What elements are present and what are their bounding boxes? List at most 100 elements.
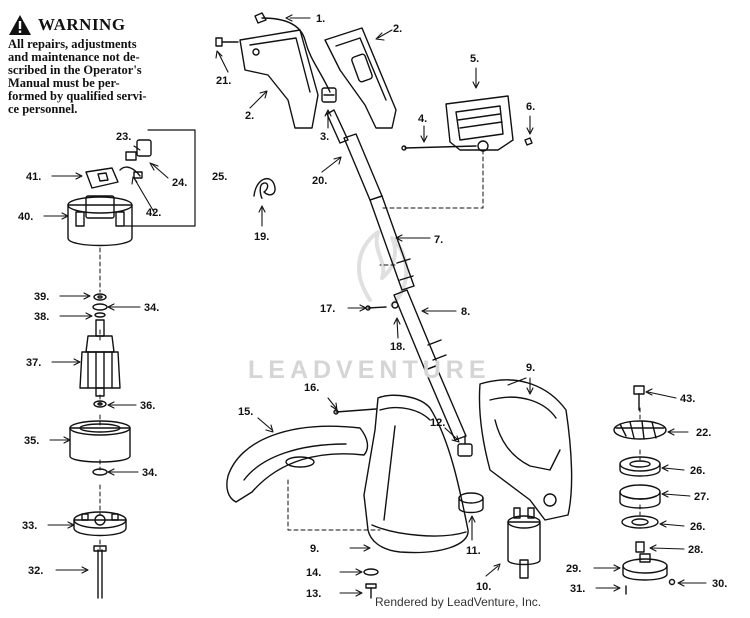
callout-30: 30. xyxy=(712,578,727,590)
nut-18 xyxy=(391,301,399,309)
screw-13 xyxy=(365,583,377,599)
screw-16 xyxy=(333,408,377,415)
spool-cap-26-upper xyxy=(619,456,661,477)
long-bolt xyxy=(93,545,107,599)
warning-text: All repairs, adjustments and maintenance… xyxy=(8,38,183,116)
washer-14 xyxy=(363,568,379,576)
shaft-assembly xyxy=(326,109,467,441)
motor-10 xyxy=(507,507,541,579)
callout-16: 16. xyxy=(304,382,319,394)
bolt-4 xyxy=(401,145,477,151)
brush-cover xyxy=(85,167,119,189)
nut-6 xyxy=(524,137,533,146)
handle-left-half xyxy=(239,29,319,129)
handle-right-half xyxy=(324,27,397,129)
group-bracket-25 xyxy=(124,129,196,227)
callout-14: 14. xyxy=(306,567,321,579)
washer-38 xyxy=(94,312,106,318)
screw-30 xyxy=(668,578,676,586)
callout-10: 10. xyxy=(476,581,491,593)
drive-key-43 xyxy=(633,385,645,411)
callout-39: 39. xyxy=(34,291,49,303)
callout-28: 28. xyxy=(688,544,703,556)
motor-housing-right xyxy=(478,379,573,521)
callout-33: 33. xyxy=(22,520,37,532)
callout-12: 12. xyxy=(430,417,445,429)
warning-line: Manual must be per- xyxy=(8,76,120,90)
callout-17: 17. xyxy=(320,303,335,315)
callout-9a: 9. xyxy=(526,362,535,374)
callout-37: 37. xyxy=(26,357,41,369)
leader-arrows xyxy=(43,14,707,597)
callout-labels: 1. 2. 2. 3. 4. 5. 6. 7. 8. 9. 9. 10. 11.… xyxy=(18,13,727,600)
fan-22 xyxy=(613,420,667,440)
washer-34-lower xyxy=(92,468,108,476)
callout-23: 23. xyxy=(116,131,131,143)
callout-21: 21. xyxy=(216,75,231,87)
warning-line: and maintenance not de- xyxy=(8,50,140,64)
warning-triangle-icon xyxy=(9,15,31,35)
callout-4: 4. xyxy=(418,113,427,125)
connector-12 xyxy=(457,435,473,457)
callout-27: 27. xyxy=(694,491,709,503)
terminal-set xyxy=(119,139,152,179)
screw-17 xyxy=(365,305,387,311)
callout-18: 18. xyxy=(390,341,405,353)
callout-2a: 2. xyxy=(393,23,402,35)
spring-28 xyxy=(635,541,645,553)
callout-3: 3. xyxy=(320,131,329,143)
callout-36: 36. xyxy=(140,400,155,412)
warning-line: formed by qualified servi- xyxy=(8,89,147,103)
callout-22: 22. xyxy=(696,427,711,439)
power-cord xyxy=(254,12,331,93)
callout-42: 42. xyxy=(146,207,161,219)
callout-11: 11. xyxy=(466,545,481,557)
callout-43: 43. xyxy=(680,393,695,405)
callout-32: 32. xyxy=(28,565,43,577)
callout-34b: 34. xyxy=(142,467,157,479)
callout-38: 38. xyxy=(34,311,49,323)
callout-25: 25. xyxy=(212,171,227,183)
bearing-11 xyxy=(458,492,484,514)
callout-8: 8. xyxy=(461,306,470,318)
callout-19: 19. xyxy=(254,231,269,243)
motor-housing-left xyxy=(363,394,469,554)
callout-15: 15. xyxy=(238,406,253,418)
brush-holder xyxy=(67,195,133,247)
washer-39 xyxy=(93,293,107,301)
spool-housing-29 xyxy=(622,553,668,581)
washer-36 xyxy=(93,400,107,408)
callout-9b: 9. xyxy=(310,543,319,555)
callout-34a: 34. xyxy=(144,302,159,314)
callout-31: 31. xyxy=(570,583,585,595)
warning-title: WARNING xyxy=(38,15,126,34)
callout-29: 29. xyxy=(566,563,581,575)
auxiliary-handle xyxy=(445,95,514,152)
warning-block: WARNING All repairs, adjustments and mai… xyxy=(8,14,183,116)
grass-guard xyxy=(226,425,369,503)
warning-line: scribed in the Operator's xyxy=(8,63,142,77)
spool-27 xyxy=(619,484,661,509)
callout-2b: 2. xyxy=(245,110,254,122)
watermark-text: LEADVENTURE xyxy=(248,356,491,384)
armature xyxy=(79,319,121,397)
spool-cap-26-lower xyxy=(621,515,659,529)
callout-35: 35. xyxy=(24,435,39,447)
end-bell xyxy=(73,511,127,537)
render-credit: Rendered by LeadVenture, Inc. xyxy=(375,595,542,609)
callout-24: 24. xyxy=(172,177,187,189)
callout-1: 1. xyxy=(316,13,325,25)
field-housing xyxy=(69,420,131,463)
alignment-lines xyxy=(99,149,641,551)
washer-34-upper xyxy=(92,303,108,311)
switch xyxy=(321,87,337,103)
screw-21 xyxy=(215,37,239,47)
warning-line: ce personnel. xyxy=(8,102,78,116)
callout-7: 7. xyxy=(434,234,443,246)
callout-26b: 26. xyxy=(690,521,705,533)
callout-13: 13. xyxy=(306,588,321,600)
callout-41: 41. xyxy=(26,171,41,183)
callout-26a: 26. xyxy=(690,465,705,477)
callout-5: 5. xyxy=(470,53,479,65)
